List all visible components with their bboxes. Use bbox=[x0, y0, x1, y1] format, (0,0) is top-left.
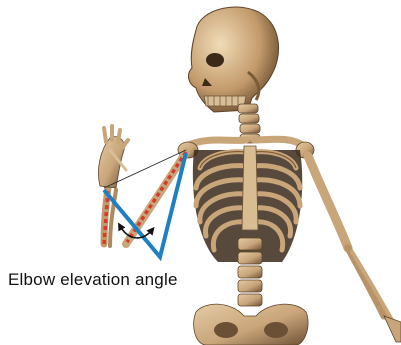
hanging-arm bbox=[308, 156, 401, 342]
lumbar-spine bbox=[238, 238, 262, 306]
raised-arm bbox=[98, 126, 186, 246]
figure-caption: Elbow elevation angle bbox=[8, 270, 178, 290]
skull bbox=[189, 7, 279, 112]
pelvis bbox=[194, 304, 308, 345]
